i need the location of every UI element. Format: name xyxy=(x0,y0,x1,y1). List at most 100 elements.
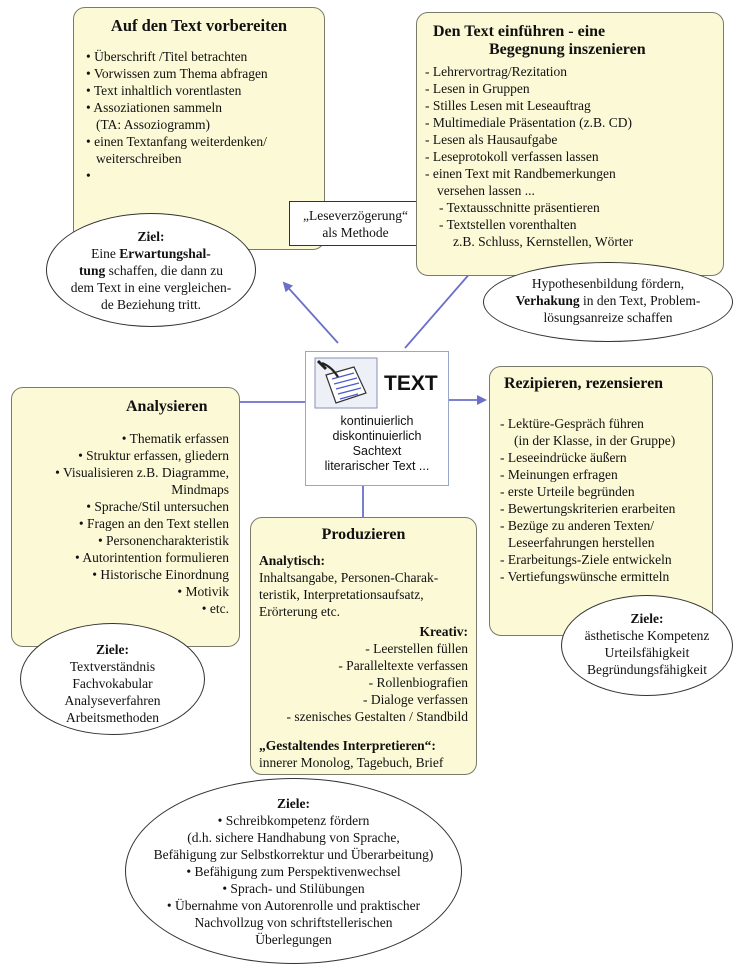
einfuehren-goal-ellipse: Hypothesenbildung fördern, Verhakung in … xyxy=(483,262,733,342)
kreativ-item: - Leerstellen füllen xyxy=(365,641,468,656)
leseverzoegerung-line: „Leseverzögerung“ xyxy=(303,208,408,223)
list-item: • Personencharakteristik xyxy=(97,533,229,548)
list-item: • einen Textanfang weiterdenken/ xyxy=(86,134,267,149)
list-item: • Autorintention formulieren xyxy=(75,550,229,565)
goal-line: ästhetische Kompetenz xyxy=(584,628,710,643)
goal-line: Urteilsfähigkeit xyxy=(604,645,690,660)
document-quill-icon xyxy=(314,357,378,409)
goal-line: tung schaffen, die dann zu xyxy=(78,263,224,278)
center-lines: kontinuierlich diskontinuierlich Sachtex… xyxy=(306,414,448,474)
list-item: • Visualisieren z.B. Diagramme, xyxy=(55,465,229,480)
list-item: - Textstellen vorenthalten xyxy=(439,217,577,232)
list-item: • Text inhaltlich vorentlasten xyxy=(86,83,242,98)
center-text-box: TEXT kontinuierlich diskontinuierlich Sa… xyxy=(305,351,449,486)
arrow-to-vorbereiten xyxy=(282,281,339,344)
list-item: - erste Urteile begründen xyxy=(500,484,635,499)
produzieren-title: Produzieren xyxy=(321,526,406,543)
goal-line: Verhakung in den Text, Problem- xyxy=(515,293,701,308)
einfuehren-list: - Lehrervortrag/Rezitation - Lesen in Gr… xyxy=(425,63,723,250)
vorbereiten-goal-ellipse: Ziel: Eine Erwartungshal- tung schaffen,… xyxy=(46,213,256,327)
list-item: • Thematik erfassen xyxy=(121,431,229,446)
goal-label: Ziele: xyxy=(630,611,664,626)
goal-line: Textverständnis xyxy=(69,659,156,674)
goal-line: Arbeitsmethoden xyxy=(66,710,159,725)
list-item: versehen lassen ... xyxy=(437,183,535,198)
list-item: - Meinungen erfragen xyxy=(500,467,618,482)
vorbereiten-box: Auf den Text vorbereiten • Überschrift /… xyxy=(73,7,325,250)
list-item: • Überschrift /Titel betrachten xyxy=(86,49,248,64)
list-item: - Lehrervortrag/Rezitation xyxy=(425,64,568,79)
list-item: • Struktur erfassen, gliedern xyxy=(78,448,229,463)
analysieren-goal-ellipse: Ziele: Textverständnis Fachvokabular Ana… xyxy=(20,623,205,735)
list-item: • Assoziationen sammeln xyxy=(86,100,222,115)
goal-line: Analyseverfahren xyxy=(64,693,161,708)
list-item: • Historische Einordnung xyxy=(92,567,229,582)
list-item: z.B. Schluss, Kernstellen, Wörter xyxy=(453,234,634,249)
list-item: - Bewertungskriterien erarbeiten xyxy=(500,501,676,516)
einfuehren-box: Den Text einführen - eine Begegnung insz… xyxy=(416,12,724,276)
goal-line: de Beziehung tritt. xyxy=(100,297,202,312)
list-item: Leseerfahrungen herstellen xyxy=(508,535,655,550)
goal-line: • Befähigung zum Perspektivenwechsel xyxy=(186,864,401,879)
goal-line: Überlegungen xyxy=(255,932,332,947)
list-item: - Textausschnitte präsentieren xyxy=(439,200,600,215)
list-item: Mindmaps xyxy=(171,482,229,497)
list-item: • Fragen an den Text stellen xyxy=(78,516,229,531)
center-line: literarischer Text ... xyxy=(324,459,430,473)
center-line: diskontinuierlich xyxy=(332,429,422,443)
list-item: (in der Klasse, in der Gruppe) xyxy=(514,433,676,448)
list-item: - Lektüre-Gespräch führen xyxy=(500,416,644,431)
list-item: - Lesen in Gruppen xyxy=(425,81,530,96)
kreativ-item: - Paralleltexte verfassen xyxy=(338,658,468,673)
kreativ-item: - szenisches Gestalten / Standbild xyxy=(286,709,468,724)
goal-line: (d.h. sichere Handhabung von Sprache, xyxy=(187,830,400,845)
list-item: - Leseeindrücke äußern xyxy=(500,450,627,465)
list-item: • Sprache/Stil untersuchen xyxy=(86,499,229,514)
list-item: - Stilles Lesen mit Leseauftrag xyxy=(425,98,591,113)
goal-line: Eine Erwartungshal- xyxy=(91,246,211,261)
gestalt-label: „Gestaltendes Interpretieren“: xyxy=(259,738,436,753)
rezipieren-title: Rezipieren, rezensieren xyxy=(504,375,664,392)
goal-line: • Sprach- und Stilübungen xyxy=(222,881,365,896)
goal-label: Ziele: xyxy=(277,796,310,811)
list-item: (TA: Assoziogramm) xyxy=(96,117,211,132)
goal-label: Ziele: xyxy=(96,642,129,657)
vorbereiten-list: • Überschrift /Titel betrachten • Vorwis… xyxy=(86,48,324,184)
kreativ-label: Kreativ: xyxy=(419,624,468,639)
list-item: - Multimediale Präsentation (z.B. CD) xyxy=(425,115,632,130)
list-item: • etc. xyxy=(201,601,229,616)
leseverzoegerung-box: „Leseverzögerung“ als Methode xyxy=(289,201,422,246)
goal-line: Nachvollzug von schriftstellerischen xyxy=(194,915,393,930)
analytisch-line: Inhaltsangabe, Personen-Charak- xyxy=(259,570,439,585)
goal-line: Fachvokabular xyxy=(72,676,153,691)
list-item: - Erarbeitungs-Ziele entwickeln xyxy=(500,552,672,567)
list-item: • Vorwissen zum Thema abfragen xyxy=(86,66,268,81)
analytisch-label: Analytisch: xyxy=(259,553,326,568)
goal-line: lösungsanreize schaffen xyxy=(543,310,673,325)
analysieren-title: Analysieren xyxy=(126,398,208,415)
gestalt-line: innerer Monolog, Tagebuch, Brief xyxy=(259,755,444,770)
center-line: Sachtext xyxy=(352,444,402,458)
rezipieren-list: - Lektüre-Gespräch führen (in der Klasse… xyxy=(500,415,712,585)
analysieren-box: Analysieren • Thematik erfassen • Strukt… xyxy=(11,387,240,647)
list-item: • Motivik xyxy=(177,584,229,599)
rezipieren-box: Rezipieren, rezensieren - Lektüre-Gesprä… xyxy=(489,366,713,636)
goal-line: Hypothesenbildung fördern, xyxy=(531,276,685,291)
analytisch-line: Erörterung etc. xyxy=(259,604,340,619)
produzieren-goal-ellipse: Ziele: • Schreibkompetenz fördern (d.h. … xyxy=(125,778,462,964)
list-item: - Vertiefungswünsche ermitteln xyxy=(500,569,670,584)
center-title: TEXT xyxy=(384,372,438,395)
kreativ-item: - Rollenbiografien xyxy=(368,675,468,690)
kreativ-item: - Dialoge verfassen xyxy=(363,692,468,707)
goal-line: • Schreibkompetenz fördern xyxy=(217,813,370,828)
goal-label: Ziel: xyxy=(137,229,165,244)
list-item: - Lesen als Hausaufgabe xyxy=(425,132,558,147)
einfuehren-title-line2: Begegnung inszenieren xyxy=(489,41,646,58)
produzieren-content: Analytisch: Inhaltsangabe, Personen-Char… xyxy=(251,552,476,771)
list-item: - Bezüge zu anderen Texten/ xyxy=(500,518,654,533)
rezipieren-goal-ellipse: Ziele: ästhetische Kompetenz Urteilsfähi… xyxy=(561,595,733,696)
analysieren-list: • Thematik erfassen • Struktur erfassen,… xyxy=(12,430,229,617)
list-item: • xyxy=(86,168,91,183)
leseverzoegerung-line: als Methode xyxy=(322,225,389,240)
einfuehren-title-line1: Den Text einführen - eine xyxy=(433,23,606,40)
